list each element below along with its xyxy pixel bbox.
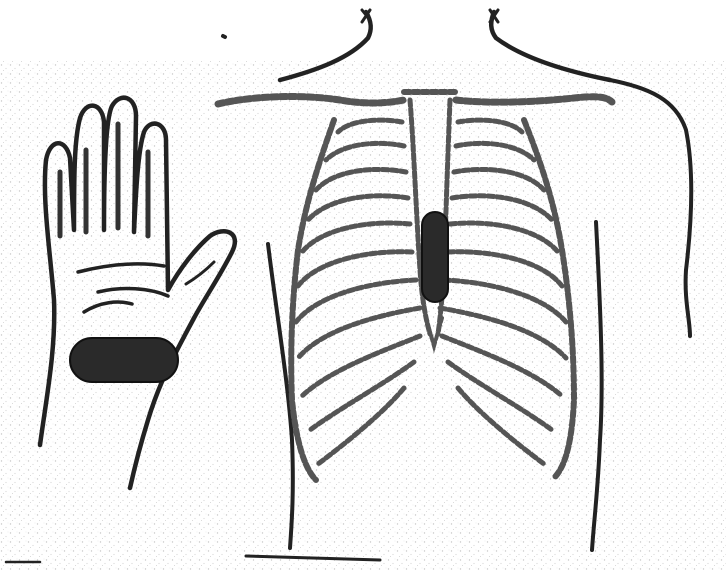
speck-top (223, 36, 225, 37)
background-grain (0, 60, 726, 570)
hand-heel-marker (70, 338, 178, 382)
compression-point-icon (422, 212, 448, 302)
